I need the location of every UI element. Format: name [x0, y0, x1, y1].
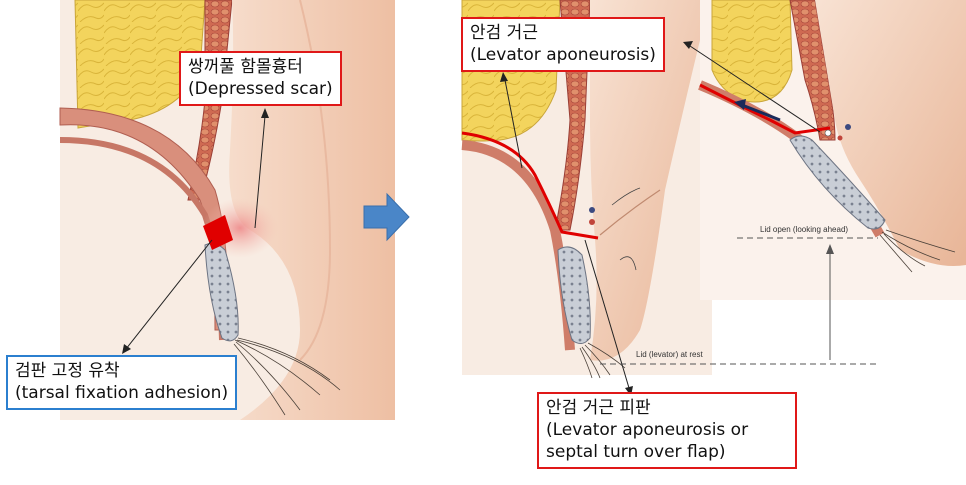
right-tarsus — [789, 135, 886, 230]
pointer-levator-flap — [584, 239, 630, 389]
retraction-arrow — [741, 103, 781, 122]
left-eyelashes — [233, 337, 341, 416]
levator-aponeurosis-label-ko: 안검 거근 — [470, 23, 538, 43]
levator-flap-label-en-line1: (Levator aponeurosis or — [546, 420, 749, 440]
tarsal-fixation-label-ko: 검판 고정 유착 — [15, 361, 120, 381]
levator-flap-label-ko: 안검 거근 피판 — [546, 398, 651, 418]
right-levator-highlight-path — [699, 83, 831, 135]
middle-skin-fold — [590, 0, 705, 361]
pointer-tarsal-fixation — [125, 239, 213, 350]
right-skin-fold — [815, 0, 966, 266]
lid-rest-note: Lid (levator) at rest — [636, 350, 703, 359]
depressed-scar-label: 쌍꺼풀 함몰흉터 (Depressed scar) — [179, 51, 342, 106]
tarsal-fixation-label-en: (tarsal fixation adhesion) — [15, 383, 229, 403]
pointer-levator-aponeurosis — [504, 79, 523, 169]
levator-highlight-path — [461, 131, 599, 240]
right-eyelashes — [879, 229, 956, 273]
levator-flap-label: 안검 거근 피판 (Levator aponeurosis or septal … — [537, 392, 797, 469]
pointer-depressed-scar — [254, 115, 266, 229]
right-eyelid-illustration — [683, 0, 966, 300]
levator-aponeurosis-label: 안검 거근 (Levator aponeurosis) — [461, 17, 665, 72]
depressed-scar-label-en: (Depressed scar) — [188, 79, 333, 99]
left-tarsus — [204, 242, 239, 342]
levator-flap-label-en-line2: septal turn over flap) — [546, 442, 726, 462]
middle-tarsus — [557, 246, 591, 344]
pointer-right-levator — [689, 45, 821, 133]
levator-aponeurosis-label-en: (Levator aponeurosis) — [470, 45, 656, 65]
lid-open-note: Lid open (looking ahead) — [760, 225, 849, 234]
transition-arrow-icon — [363, 192, 410, 242]
right-muscle-band — [789, 0, 836, 141]
depressed-scar-label-ko: 쌍꺼풀 함몰흉터 — [188, 57, 303, 77]
tarsal-fixation-label: 검판 고정 유착 (tarsal fixation adhesion) — [6, 355, 238, 410]
